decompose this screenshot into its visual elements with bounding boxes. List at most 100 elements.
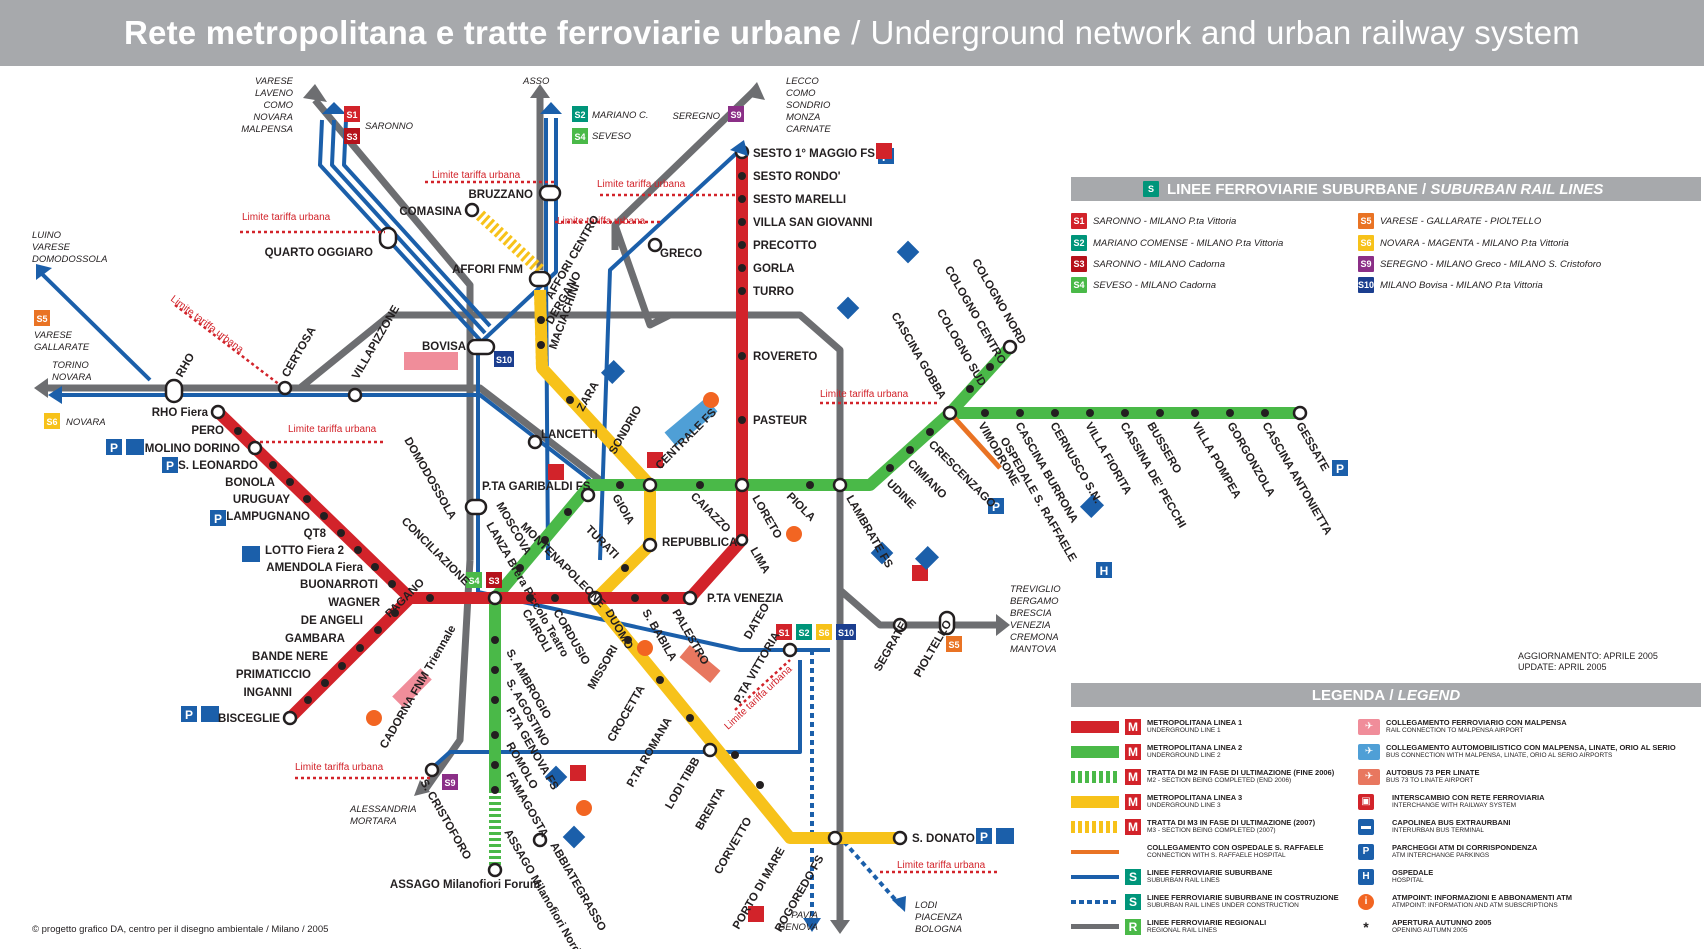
fare-limit-label: Limite tariffa urbana	[597, 179, 686, 190]
station-affori-fnm: AFFORI FNM	[452, 264, 523, 276]
legend-label-en: ATM INTERCHANGE PARKINGS	[1392, 852, 1490, 859]
metro-m-icon: M	[1125, 818, 1141, 835]
station-molino-dorino: MOLINO DORINO	[145, 443, 240, 455]
legend-label-en: BUS 73 TO LINATE AIRPORT	[1386, 777, 1474, 784]
dest-w-s5-1: GALLARATE	[34, 342, 90, 353]
station-s-cristoforo: S. CRISTOFORO	[417, 778, 473, 862]
svg-text:P: P	[992, 500, 1000, 514]
svg-text:P: P	[110, 441, 118, 455]
parking-icon	[106, 439, 122, 455]
airport-bus-icon	[664, 397, 718, 447]
station-rovereto: ROVERETO	[753, 351, 817, 363]
station-gambara: GAMBARA	[285, 633, 345, 645]
map-badge-s6-west: S6	[46, 417, 57, 427]
title-italian: Rete metropolitana e tratte ferroviarie …	[124, 14, 842, 51]
station-loreto: LORETO	[749, 494, 783, 541]
badge-s4: S4	[1071, 277, 1087, 293]
legend-label: ATMPOINT: INFORMAZIONI E ABBONAMENTI ATM	[1392, 893, 1572, 902]
suburban-row-s5: S5 VARESE - GALLARATE - PIOLTELLO	[1358, 213, 1541, 229]
station-quarto-oggiaro: QUARTO OGGIARO	[265, 247, 373, 259]
legend-label: LINEE FERROVIARIE REGIONALI	[1147, 918, 1267, 927]
station-cascina-antonietta: CASCINA ANTONIETTA	[1259, 421, 1333, 538]
node-s-cristoforo	[424, 762, 440, 778]
bus-73-icon: ✈	[1358, 768, 1380, 785]
interchange-capsules	[164, 184, 956, 636]
dest-nw-2: COMO	[263, 100, 293, 111]
bus-icon	[600, 359, 626, 385]
legend-title: LEGENDA	[1311, 686, 1386, 704]
legend-label: COLLEGAMENTO AUTOMOBILISTICO CON MALPENS…	[1386, 743, 1676, 752]
hospital-icon	[1096, 562, 1112, 578]
bus-73-icon	[679, 645, 721, 683]
station-cadorna: CADORNA FNM Triennale	[378, 624, 458, 751]
parking-icon	[162, 457, 178, 473]
suburban-s-icon: S	[1125, 868, 1141, 885]
station-gioia: GIOIA	[609, 493, 636, 527]
node-gessate	[1292, 405, 1308, 421]
node-comasina	[464, 202, 480, 218]
suburban-text: MARIANO COMENSE - MILANO P.ta Vittoria	[1093, 237, 1284, 249]
legend-label: LINEE FERROVIARIE SUBURBANE IN COSTRUZIO…	[1147, 893, 1339, 902]
legend-label-en: HOSPITAL	[1392, 877, 1424, 884]
suburban-s-icon: S	[1143, 181, 1159, 197]
airport-rail-icon	[404, 352, 458, 370]
asterisk-icon: *	[1363, 918, 1369, 935]
m2-branch-cologno	[945, 342, 1015, 418]
fare-limit-label: Limite tariffa urbana	[820, 389, 909, 400]
fare-limit-label: Limite tariffa urbana	[432, 170, 521, 181]
legend-label-en: SUBURBAN RAIL LINES	[1147, 877, 1220, 884]
station-de-angeli: DE ANGELI	[301, 615, 363, 627]
parking-icon	[870, 541, 894, 565]
station-bisceglie: BISCEGLIE	[218, 713, 280, 725]
station-garibaldi: P.TA GARIBALDI FS	[482, 481, 591, 493]
arrow-south	[830, 920, 850, 934]
interchange-nodes	[210, 144, 1308, 878]
badge-s10: S10	[1358, 277, 1374, 293]
dest-e-2: BRESCIA	[1010, 608, 1052, 619]
legend-swatch-m2-dashed	[1071, 770, 1119, 783]
suburban-text: SARONNO - MILANO Cadorna	[1093, 258, 1225, 270]
legend-label-en: UNDERGROUND LINE 1	[1147, 727, 1221, 734]
dest-s-1: GENOVA	[778, 922, 818, 933]
map-badge-s4-cadorna: S4	[468, 576, 479, 586]
map-badge-s4: S4	[574, 132, 585, 142]
dest-nw-3: NOVARA	[253, 112, 293, 123]
node-pioltello	[938, 610, 956, 636]
svg-text:P: P	[185, 708, 193, 722]
metro-m-icon: M	[1125, 793, 1141, 810]
dest-seveso: SEVESO	[592, 131, 632, 142]
legend-label-en: INTERURBAN BUS TERMINAL	[1392, 827, 1484, 834]
station-wagner: WAGNER	[328, 597, 380, 609]
atmpoint-icon	[576, 800, 592, 816]
node-gobba	[942, 405, 958, 421]
station-gorla: GORLA	[753, 263, 795, 275]
node-p-romana	[702, 742, 718, 758]
dest-w-rail-0: TORINO	[52, 360, 89, 371]
station-s-leonardo: S. LEONARDO	[178, 460, 258, 472]
dest-sw-1: MORTARA	[350, 816, 397, 827]
station-qt8: QT8	[304, 528, 327, 540]
node-rho-fiera	[210, 404, 226, 420]
parking-icon	[210, 510, 226, 526]
dest-se-1: PIACENZA	[915, 912, 963, 923]
station-cologno-nord: COLOGNO NORD	[969, 257, 1028, 347]
legend-swatch-m1	[1071, 720, 1119, 733]
legend-swatch-suburban	[1071, 874, 1119, 879]
map-badge-s6-vittoria: S6	[818, 628, 829, 638]
node-quarto-oggiaro	[378, 226, 398, 250]
railway-interchange-icon: ▣	[1358, 793, 1374, 810]
node-loreto	[734, 477, 750, 493]
station-udine: UDINE	[884, 478, 918, 512]
node-cadorna	[487, 590, 503, 606]
arrow-east	[996, 614, 1010, 636]
node-lima	[735, 533, 749, 547]
station-sesto-maggio: SESTO 1° MAGGIO FS	[753, 148, 875, 160]
fare-limit-label: Limite tariffa urbana	[557, 216, 646, 227]
m3-station-dots	[537, 316, 764, 789]
dest-w-2: DOMODOSSOLA	[32, 254, 108, 265]
station-gessate: GESSATE	[1293, 421, 1331, 474]
map-badge-s2: S2	[574, 110, 585, 120]
